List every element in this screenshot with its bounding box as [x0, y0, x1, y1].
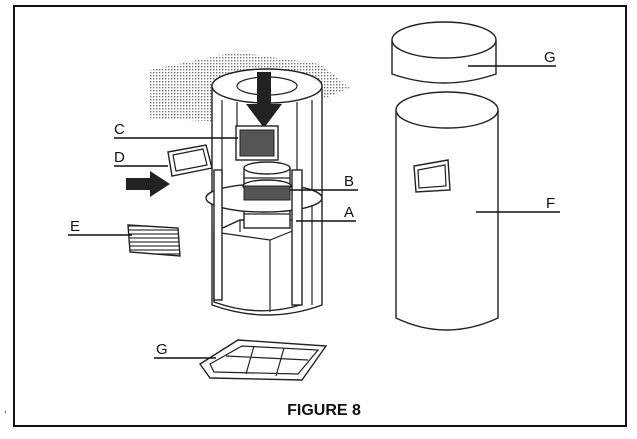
grille-panel-e — [127, 224, 181, 257]
insert-direction-arrow — [126, 171, 170, 197]
hood-frame — [205, 68, 323, 316]
grease-tray-g — [198, 339, 328, 381]
top-cover-g — [391, 21, 497, 84]
label-d: D — [114, 149, 125, 166]
figure-caption: FIGURE 8 — [287, 402, 361, 419]
outer-shell-f — [395, 91, 499, 331]
label-b: B — [344, 173, 354, 190]
leader-lines — [68, 65, 560, 359]
label-c: C — [114, 121, 125, 138]
label-g-bottom: G — [156, 341, 168, 358]
filter-cassette-c — [235, 125, 279, 161]
figure-frame — [13, 5, 627, 427]
label-f: F — [546, 195, 555, 212]
panel-frame-d — [167, 144, 213, 177]
stray-mark: , — [4, 404, 7, 415]
label-e: E — [70, 218, 80, 235]
label-g-top: G — [544, 49, 556, 66]
label-a: A — [344, 204, 354, 221]
airflow-down-arrow — [246, 72, 282, 128]
